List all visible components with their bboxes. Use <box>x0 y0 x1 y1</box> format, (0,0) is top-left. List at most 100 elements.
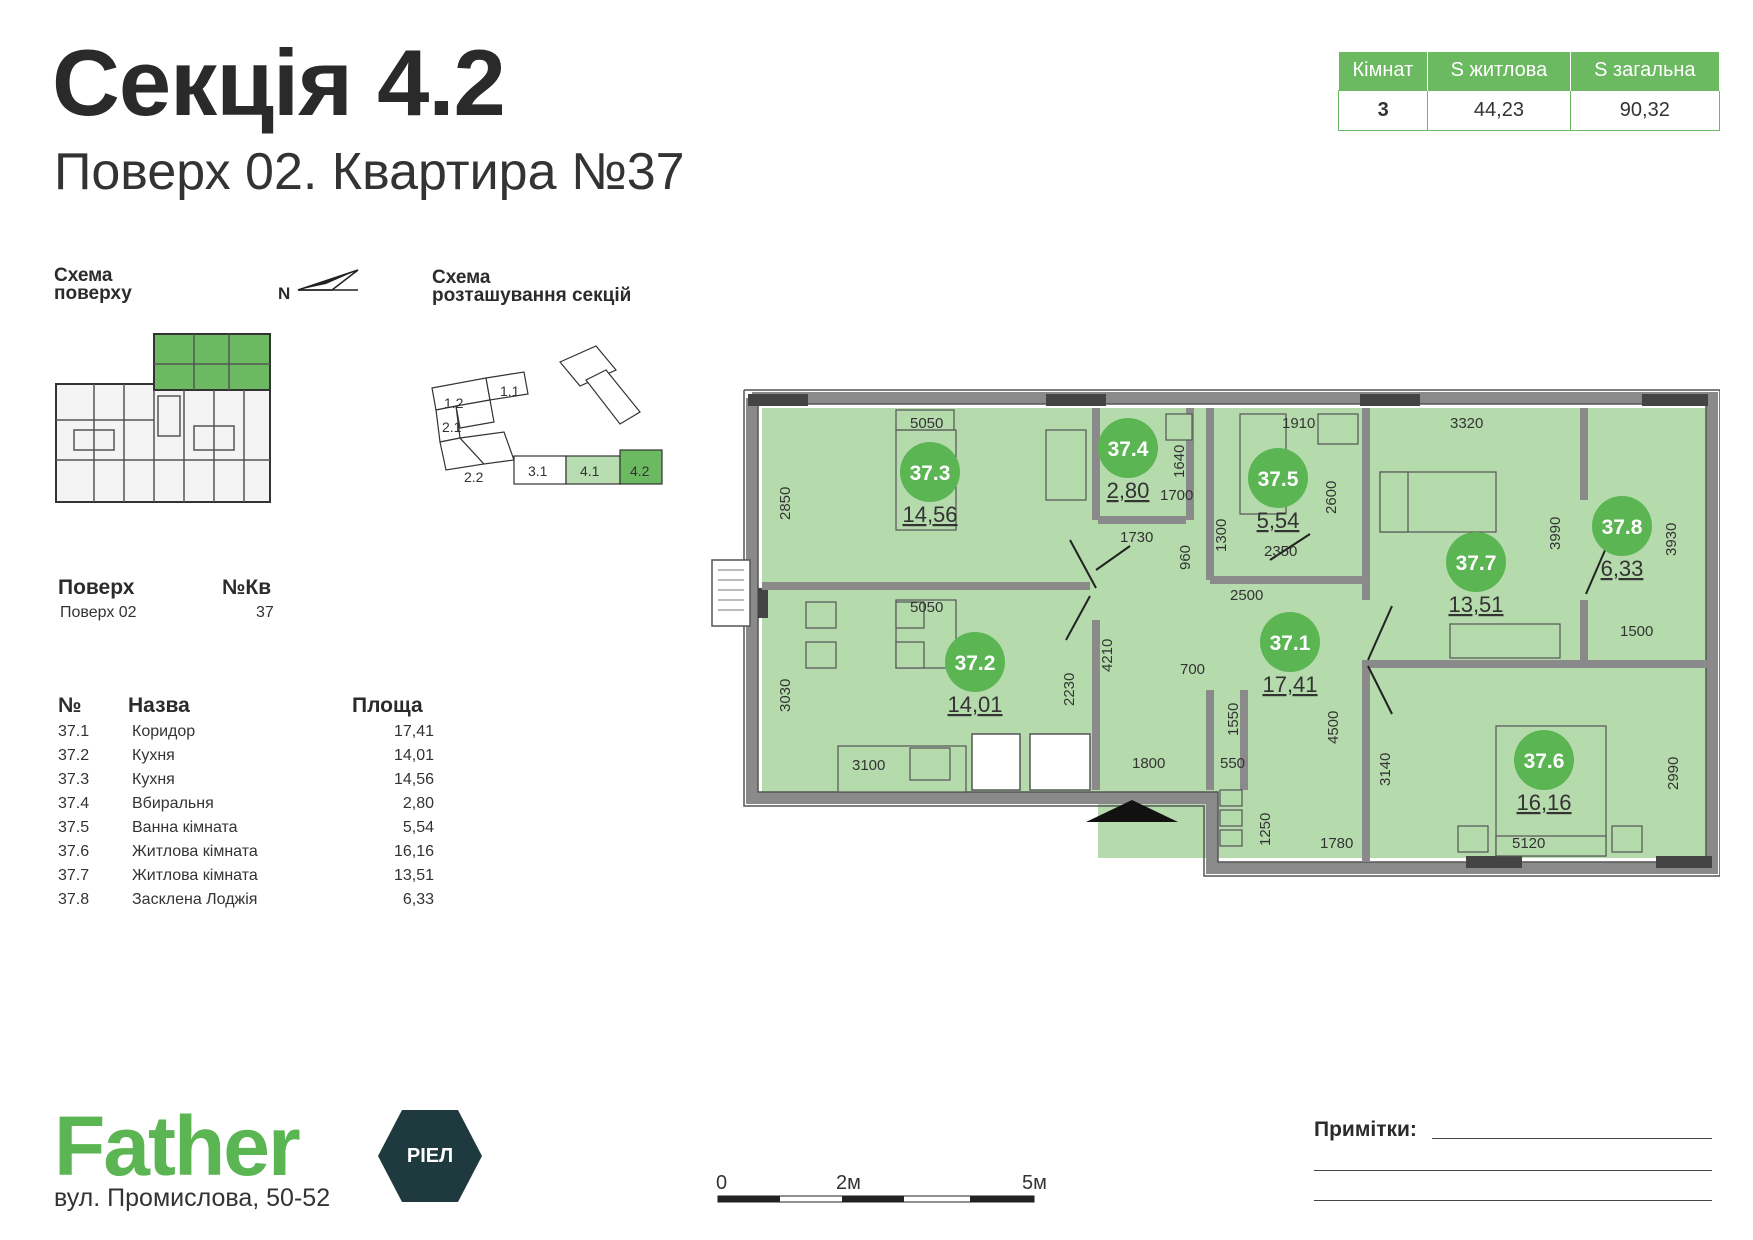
room-number: 37.3 <box>58 771 90 788</box>
room-row: 37.6 Житлова кімната 16,16 <box>58 840 434 864</box>
floor-label: Поверх <box>58 576 135 599</box>
dim-5120: 5120 <box>1512 835 1545 852</box>
room-marker-37-6: 37.6 <box>1524 750 1565 773</box>
room-area-37-7: 13,51 <box>1448 592 1503 617</box>
rooms-header-name: Назва <box>128 694 190 717</box>
floor-scheme-map <box>55 333 271 503</box>
brand-badge: РІЕЛ <box>406 1144 454 1167</box>
dim-2230: 2230 <box>1061 673 1078 706</box>
room-marker-37-8: 37.8 <box>1602 516 1643 539</box>
dim-3030: 3030 <box>777 679 794 712</box>
room-area: 13,51 <box>393 867 434 884</box>
room-marker-37-3: 37.3 <box>910 462 951 485</box>
room-marker-37-7: 37.7 <box>1456 552 1497 575</box>
dim-1640: 1640 <box>1171 445 1188 478</box>
dim-550: 550 <box>1220 755 1245 772</box>
room-area-37-3: 14,56 <box>902 502 957 527</box>
dim-5050-top: 5050 <box>910 415 943 432</box>
dim-2350: 2350 <box>1264 543 1297 560</box>
notes-line-3 <box>1314 1200 1712 1201</box>
dim-4210: 4210 <box>1099 639 1116 672</box>
room-area-37-6: 16,16 <box>1516 790 1571 815</box>
dim-2990: 2990 <box>1665 757 1682 790</box>
dim-2500: 2500 <box>1230 587 1263 604</box>
summary-header-living-area: S житлова <box>1427 52 1571 90</box>
dim-2600: 2600 <box>1323 481 1340 514</box>
north-arrow-icon <box>297 269 359 291</box>
room-name: Ванна кімната <box>132 819 238 836</box>
section-label-1-1: 1.1 <box>500 383 520 399</box>
room-area: 5,54 <box>402 819 434 836</box>
room-row: 37.5 Ванна кімната 5,54 <box>58 816 434 840</box>
dim-1910: 1910 <box>1282 415 1315 432</box>
room-marker-37-4: 37.4 <box>1108 438 1149 461</box>
north-label: N <box>278 284 291 303</box>
section-title: Секція 4.2 <box>52 30 506 135</box>
dim-1500: 1500 <box>1620 623 1653 640</box>
room-area-37-2: 14,01 <box>947 692 1002 717</box>
room-name: Кухня <box>132 771 175 788</box>
section-label-4-1: 4.1 <box>580 463 600 479</box>
dim-5050-mid: 5050 <box>910 599 943 616</box>
section-scheme-label-2: розташування секцій <box>432 285 632 306</box>
room-area-37-1: 17,41 <box>1262 672 1317 697</box>
dim-1700: 1700 <box>1160 487 1193 504</box>
room-number: 37.6 <box>58 843 90 860</box>
summary-living-area-value: 44,23 <box>1427 89 1571 131</box>
rooms-header-number: № <box>58 694 82 717</box>
brand-address: вул. Промислова, 50-52 <box>54 1184 331 1212</box>
room-name: Коридор <box>132 723 196 740</box>
brand-logo-text: Father <box>54 1099 301 1193</box>
room-area: 14,01 <box>393 747 434 764</box>
scale-label-5m: 5м <box>1022 1172 1047 1194</box>
room-number: 37.8 <box>58 891 90 908</box>
room-area: 2,80 <box>402 795 434 812</box>
scale-bar <box>717 1195 1035 1203</box>
summary-rooms-value: 3 <box>1337 89 1429 131</box>
floor-value: Поверх 02 <box>60 604 137 621</box>
section-label-4-2: 4.2 <box>630 463 650 479</box>
room-area: 16,16 <box>393 843 434 860</box>
room-area: 6,33 <box>402 891 434 908</box>
room-row: 37.3 Кухня 14,56 <box>58 768 434 792</box>
dim-1730: 1730 <box>1120 529 1153 546</box>
room-area-37-8: 6,33 <box>1601 556 1644 581</box>
room-marker-37-5: 37.5 <box>1258 468 1299 491</box>
apartment-floor-plan: 5050 2850 1640 1700 1730 1910 2600 1300 … <box>711 389 1720 877</box>
dim-4500: 4500 <box>1325 711 1342 744</box>
summary-header-total-area: S загальна <box>1570 52 1721 90</box>
scale-label-0: 0 <box>716 1172 728 1194</box>
dim-3320: 3320 <box>1450 415 1483 432</box>
floor-scheme-label-1: Схема <box>54 265 113 286</box>
section-label-2-2: 2.2 <box>464 469 484 485</box>
room-name: Кухня <box>132 747 175 764</box>
section-label-2-1: 2.1 <box>442 419 462 435</box>
room-marker-37-1: 37.1 <box>1270 632 1311 655</box>
room-name: Житлова кімната <box>132 843 258 860</box>
dim-700: 700 <box>1180 661 1205 678</box>
room-area-37-5: 5,54 <box>1257 508 1300 533</box>
room-area-37-4: 2,80 <box>1107 478 1150 503</box>
room-area: 14,56 <box>393 771 434 788</box>
apartment-number-label: №Кв <box>222 576 272 599</box>
room-name: Житлова кімната <box>132 867 258 884</box>
rooms-header-area: Площа <box>352 694 423 717</box>
scale-label-2m: 2м <box>836 1172 861 1194</box>
room-number: 37.1 <box>58 723 90 740</box>
notes-line-1 <box>1432 1138 1712 1139</box>
dim-960: 960 <box>1177 545 1194 570</box>
room-name: Вбиральня <box>132 795 214 812</box>
room-number: 37.5 <box>58 819 90 836</box>
dim-3990: 3990 <box>1547 517 1564 550</box>
room-area: 17,41 <box>393 723 434 740</box>
dim-1300: 1300 <box>1213 519 1230 552</box>
apartment-number-value: 37 <box>256 604 274 621</box>
summary-header-rooms: Кімнат <box>1338 52 1429 90</box>
section-scheme-map: 1.2 1.1 2.1 2.2 3.1 4.1 4.2 <box>431 345 663 485</box>
summary-total-area-value: 90,32 <box>1569 89 1721 131</box>
